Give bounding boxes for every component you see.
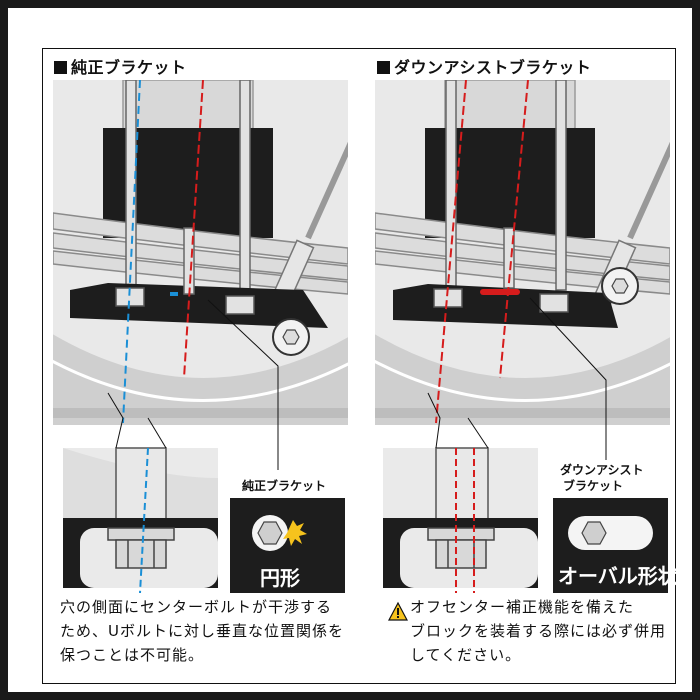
left-hole-shape-label: 円形 <box>260 566 300 590</box>
right-description: オフセンター補正機能を備えた ブロックを装着する際には必ず併用 してください。 <box>410 598 667 664</box>
left-callout-label: 純正ブラケット <box>242 479 327 493</box>
comparison-illustration <box>8 80 692 621</box>
left-description: 穴の側面にセンターボルトが干渉する ため、Uボルトに対し垂直な位置関係を 保つこ… <box>60 598 344 664</box>
hole-shape-inset-left <box>230 498 345 593</box>
right-callout-label: ダウンアシスト ブラケット <box>560 463 644 493</box>
warning-icon <box>388 601 408 621</box>
right-hole-shape-label: オーバル形状 <box>558 564 678 588</box>
right-heading: ダウンアシストブラケット <box>377 54 591 78</box>
left-heading: 純正ブラケット <box>54 54 187 78</box>
comparison-panel <box>42 48 676 684</box>
page-frame: 純正ブラケット ダウンアシストブラケット 純正ブラケット ダウンアシスト ブラケ… <box>8 8 692 692</box>
hole-shape-inset-right <box>553 498 668 593</box>
collision-icon <box>283 520 307 546</box>
